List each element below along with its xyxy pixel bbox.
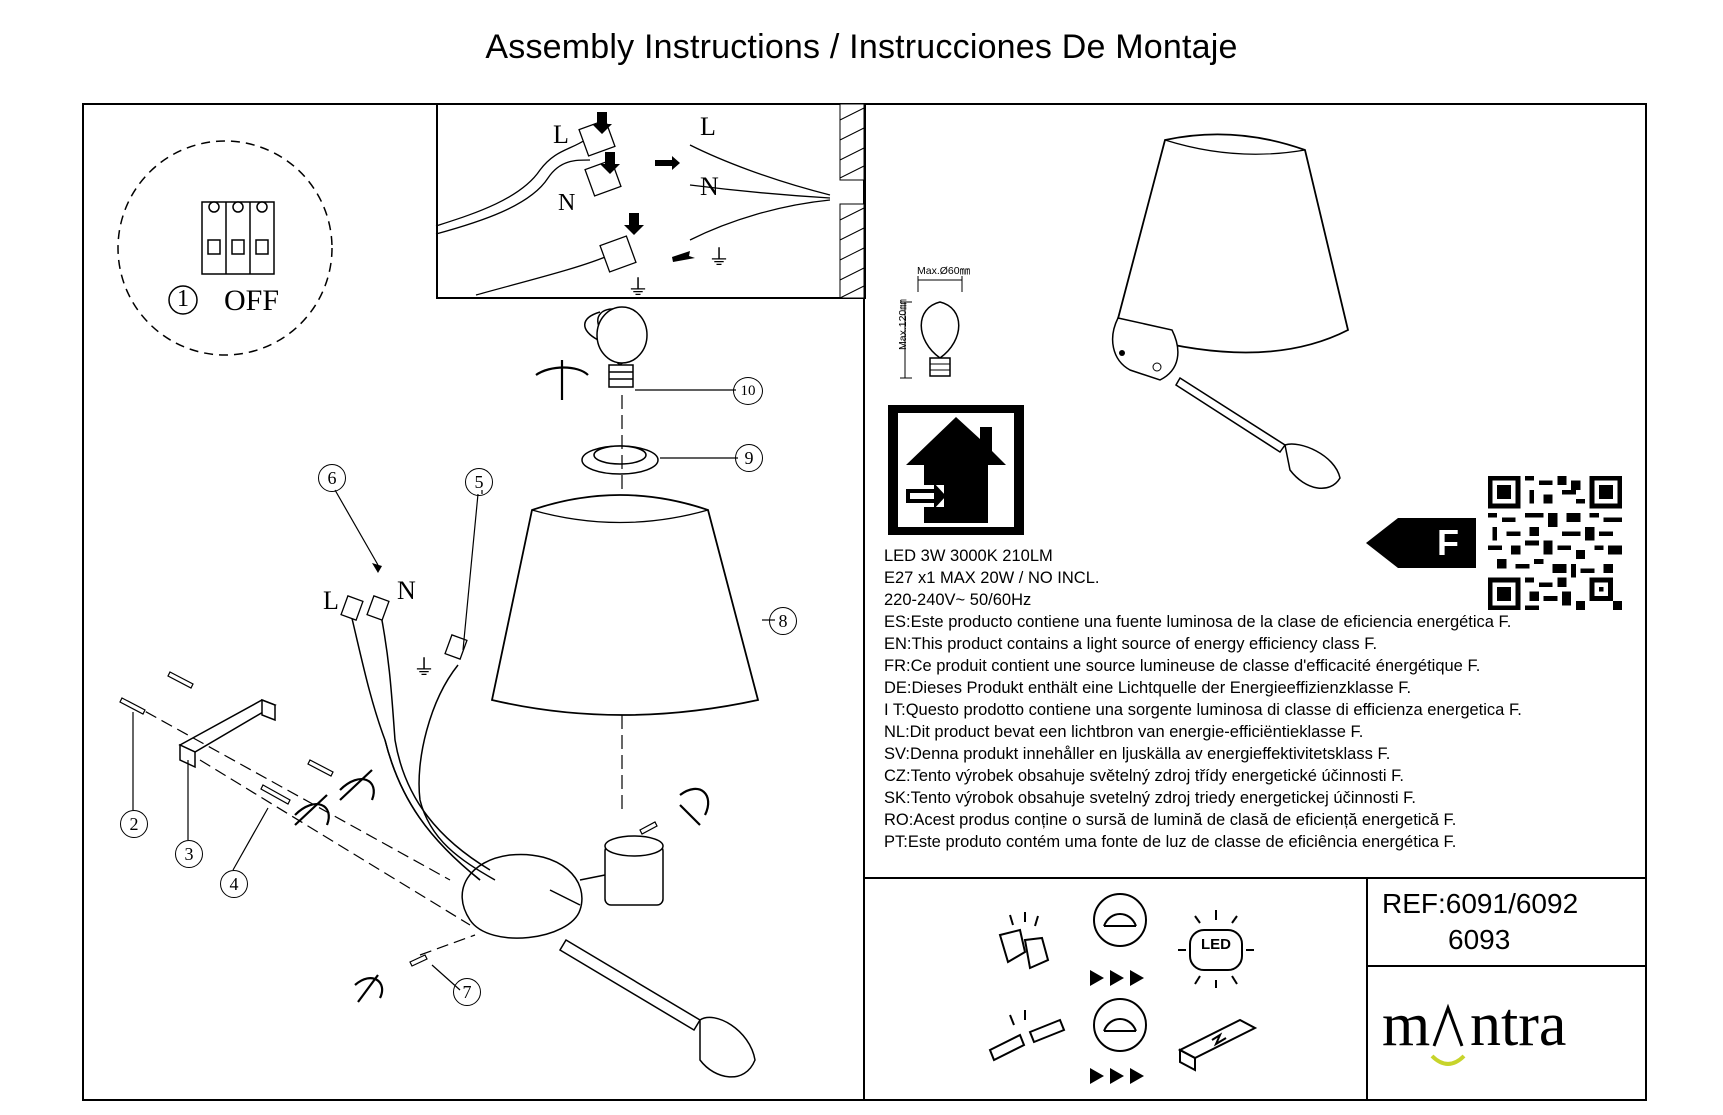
indoor-use-icon: [888, 405, 1024, 535]
live-label-detail: L: [553, 120, 569, 149]
spec-line: 220-240V~ 50/60Hz: [884, 591, 1032, 609]
ground-symbol-wall: ⏚: [708, 245, 731, 270]
callout-part-6: 6: [318, 464, 346, 492]
energy-statement: EN:This product contains a light source …: [884, 635, 1378, 653]
energy-class-arrow: [1366, 518, 1476, 568]
live-label-wall: L: [700, 112, 716, 141]
bulb-max-diameter: Max.Ø60㎜: [917, 265, 971, 277]
ring-drawing: [581, 445, 659, 475]
ground-symbol-lamp: ⏚: [413, 655, 436, 680]
energy-statement: CZ:Tento výrobek obsahuje světelný zdroj…: [884, 767, 1405, 785]
callout-part-9: 9: [735, 444, 763, 472]
reference-number: REF:6091/6092: [1382, 888, 1579, 919]
neutral-label-lamp: N: [397, 576, 416, 605]
product-illustration: [900, 133, 1350, 489]
cables: [349, 609, 496, 881]
lampshade: [490, 494, 760, 716]
wiring-detail-box: [436, 103, 866, 299]
wiring-detail: [435, 119, 831, 296]
callout-part-4: 4: [220, 870, 248, 898]
qr-code: [1488, 476, 1622, 610]
connectors: [340, 595, 468, 660]
callout-part-5: 5: [465, 468, 493, 496]
ground-symbol-detail: ⏚: [627, 275, 650, 300]
switch-state-label: OFF: [224, 284, 280, 317]
assembly-drawing: [117, 103, 865, 1078]
brand-logo-text-left: m: [1382, 991, 1431, 1059]
neutral-label-detail: N: [558, 190, 576, 216]
disposal-pictograms: [988, 893, 1258, 1084]
callout-part-10: 10: [733, 377, 763, 405]
live-label-lamp: L: [323, 586, 339, 615]
wall-plate-drawing: [461, 835, 756, 1078]
callout-part-7: 7: [453, 978, 481, 1006]
reference-number-2: 6093: [1448, 924, 1511, 955]
step-number: 1: [177, 286, 189, 312]
callout-part-8: 8: [769, 607, 797, 635]
energy-statement: SV:Denna produkt innehåller en ljuskälla…: [884, 745, 1391, 763]
energy-statement: FR:Ce produit contient une source lumine…: [884, 657, 1481, 675]
callout-part-3: 3: [175, 840, 203, 868]
spec-block: LED 3W 3000K 210LM E27 x1 MAX 20W / NO I…: [884, 545, 1522, 853]
energy-class-label: F: [1437, 522, 1459, 563]
energy-statement: DE:Dieses Produkt enthält eine Lichtquel…: [884, 679, 1412, 697]
breaker-circle: [117, 140, 333, 356]
brand-logo: m ntra: [1382, 990, 1632, 1070]
energy-statement: PT:Este produto contém uma fonte de luz …: [884, 833, 1457, 851]
rotation-arrows: [294, 360, 710, 1003]
spec-line: E27 x1 MAX 20W / NO INCL.: [884, 569, 1100, 587]
neutral-label-wall: N: [700, 172, 719, 201]
page-title: Assembly Instructions / Instrucciones De…: [485, 28, 1238, 66]
energy-statement: I T:Questo prodotto contiene una sorgent…: [884, 701, 1522, 719]
energy-statement: NL:Dit product bevat een lichtbron van e…: [884, 723, 1364, 741]
breaker-icon: [201, 201, 275, 275]
led-pictogram-label: LED: [1201, 936, 1231, 953]
spec-line: LED 3W 3000K 210LM: [884, 547, 1053, 565]
energy-statement: ES:Este producto contiene una fuente lum…: [884, 613, 1512, 631]
brand-logo-text-right: ntra: [1470, 991, 1567, 1059]
bracket-drawing: [178, 698, 277, 769]
push-arrows: [592, 112, 695, 262]
bulb-max-height: Max.120㎜: [897, 299, 909, 350]
wall-hatch: [839, 103, 865, 299]
energy-statement: RO:Acest produs conține o sursă de lumin…: [884, 811, 1457, 829]
screws: [119, 671, 658, 967]
callout-part-2: 2: [120, 810, 148, 838]
energy-statement: SK:Tento výrobok obsahuje svetelný zdroj…: [884, 789, 1416, 807]
brand-box: [1366, 965, 1647, 1101]
